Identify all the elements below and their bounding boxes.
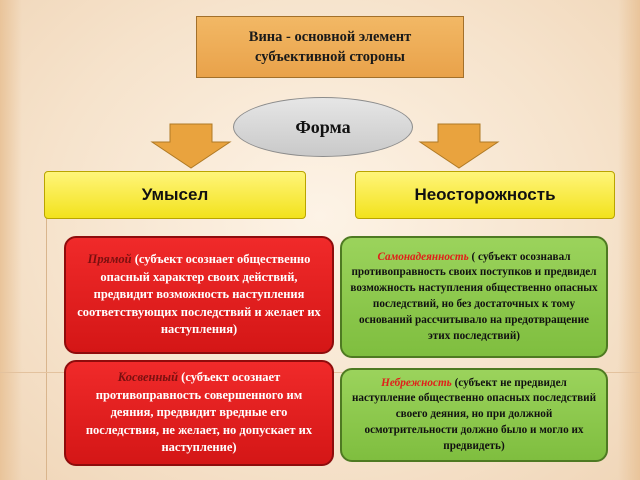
intent-label: Умысел bbox=[141, 185, 209, 204]
carelessness-text: (субъект не предвидел наступление общест… bbox=[351, 376, 597, 452]
direct-intent-term: Прямой bbox=[87, 252, 132, 267]
form-label: Форма bbox=[295, 116, 351, 137]
title-text: Вина - основной элемент субъективной сто… bbox=[248, 29, 412, 65]
indirect-intent-box: Косвенный (субъект осознает противоправн… bbox=[64, 360, 334, 466]
arrogance-text: ( субъект осознавал противоправность сво… bbox=[350, 250, 598, 342]
negligence-label: Неосторожность bbox=[414, 185, 556, 204]
right-edge-shade bbox=[618, 0, 640, 480]
carelessness-term: Небрежность bbox=[381, 376, 452, 389]
right-down-arrow-icon bbox=[418, 123, 500, 169]
left-down-arrow-icon bbox=[150, 123, 232, 169]
vertical-guide-line bbox=[46, 205, 47, 480]
negligence-header: Неосторожность bbox=[355, 171, 615, 219]
arrogance-box: Самонадеянность ( субъект осознавал прот… bbox=[340, 236, 608, 358]
title-box: Вина - основной элемент субъективной сто… bbox=[196, 16, 464, 78]
carelessness-box: Небрежность (субъект не предвидел наступ… bbox=[340, 368, 608, 462]
form-oval: Форма bbox=[233, 97, 413, 157]
direct-intent-text: (субъект осознает общественно опасный ха… bbox=[77, 252, 321, 337]
left-edge-shade bbox=[0, 0, 22, 480]
direct-intent-box: Прямой (субъект осознает общественно опа… bbox=[64, 236, 334, 354]
indirect-intent-text: (субъект осознает противоправность совер… bbox=[85, 370, 313, 455]
indirect-intent-term: Косвенный bbox=[117, 370, 179, 385]
arrogance-term: Самонадеянность bbox=[377, 250, 469, 263]
intent-header: Умысел bbox=[44, 171, 306, 219]
